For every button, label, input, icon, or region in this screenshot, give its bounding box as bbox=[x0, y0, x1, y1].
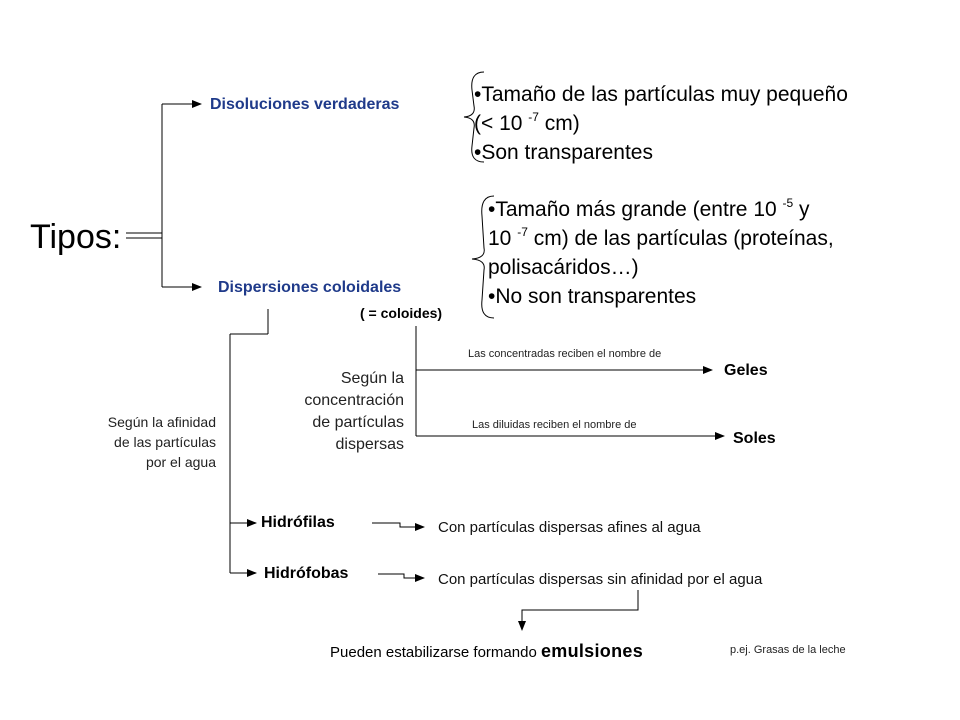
emulsiones-text: Pueden estabilizarse formando emulsiones bbox=[330, 641, 644, 661]
hidrofobas-label: Hidrófobas bbox=[264, 565, 349, 582]
dispersiones-label: Dispersiones coloidales bbox=[218, 279, 402, 296]
dispersiones-line-4: •No son transparentes bbox=[488, 285, 697, 308]
dispersiones-line-1: •Tamaño más grande (entre 10 -5 y bbox=[488, 196, 810, 221]
brace-dispersiones bbox=[471, 195, 495, 319]
hidrofilas-description: Con partículas dispersas afines al agua bbox=[438, 519, 701, 536]
disoluciones-line-3: •Son transparentes bbox=[474, 141, 653, 164]
dispersiones-line-2: 10 -7 cm) de las partículas (proteínas, bbox=[488, 225, 834, 250]
hidrofobas-description: Con partículas dispersas sin afinidad po… bbox=[438, 571, 763, 588]
coloides-alias: ( = coloides) bbox=[360, 305, 443, 321]
hidrofobas-connector bbox=[378, 573, 425, 582]
disoluciones-label: Disoluciones verdaderas bbox=[210, 96, 400, 113]
dispersiones-line-3: polisacáridos…) bbox=[488, 256, 639, 279]
diluidas-text: Las diluidas reciben el nombre de bbox=[472, 419, 637, 431]
emulsiones-word: emulsiones bbox=[540, 641, 644, 661]
disoluciones-line-2: (< 10 -7 cm) bbox=[474, 110, 580, 135]
concentradas-text: Las concentradas reciben el nombre de bbox=[468, 348, 662, 360]
disoluciones-description: •Tamaño de las partículas muy pequeño (<… bbox=[474, 80, 848, 167]
concentracion-label: Según la concentración de partículas dis… bbox=[304, 370, 404, 453]
geles-label: Geles bbox=[724, 362, 768, 379]
hidrofilas-label: Hidrófilas bbox=[261, 514, 335, 531]
afinidad-label: Según la afinidad de las partículas por … bbox=[107, 414, 216, 470]
dispersiones-description: •Tamaño más grande (entre 10 -5 y 10 -7 … bbox=[488, 195, 834, 311]
hidrofilas-connector bbox=[372, 522, 425, 531]
tipos-title: Tipos: bbox=[30, 218, 122, 256]
brace-disoluciones bbox=[463, 71, 485, 163]
emulsiones-example: p.ej. Grasas de la leche bbox=[730, 644, 846, 656]
emulsiones-connector bbox=[518, 590, 639, 631]
disoluciones-line-1: •Tamaño de las partículas muy pequeño bbox=[474, 83, 848, 106]
soles-label: Soles bbox=[733, 430, 776, 447]
